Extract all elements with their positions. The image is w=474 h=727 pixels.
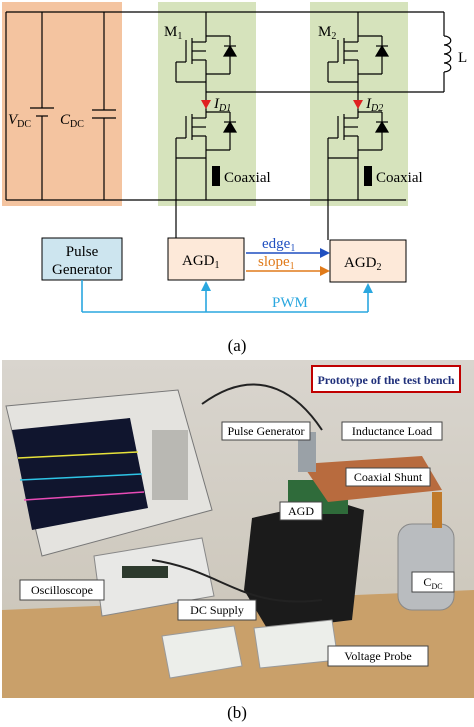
label-coaxial-right: Coaxial <box>376 170 423 186</box>
mosfet-lower-left <box>175 111 238 159</box>
label-vdc: VDC <box>8 112 31 130</box>
agd-board <box>244 500 364 630</box>
photo-title: Prototype of the test bench <box>317 373 454 387</box>
current-arrow-id1 <box>201 100 211 109</box>
cdc-capacitor <box>397 523 455 611</box>
callout-inductance-load: Inductance Load <box>352 424 432 438</box>
label-slope: slope1 <box>258 254 295 272</box>
callout-pulse-generator: Pulse Generator <box>228 424 305 438</box>
label-cdc: CDC <box>60 112 84 130</box>
label-m2: M2 <box>318 24 336 42</box>
label-edge: edge1 <box>262 236 295 254</box>
callout-voltage-probe: Voltage Probe <box>344 649 411 663</box>
voltage-probe-left <box>161 625 243 679</box>
callout-cdc: CDC <box>423 575 442 591</box>
label-agd2: AGD2 <box>344 255 382 273</box>
pwm-line <box>81 280 369 313</box>
caption-a: (a) <box>227 336 247 355</box>
label-id1: ID1 <box>213 96 231 114</box>
label-pulse-generator-2: Generator <box>52 262 112 278</box>
label-pwm: PWM <box>272 295 308 311</box>
label-coaxial-left: Coaxial <box>224 170 271 186</box>
agd1-box <box>167 237 245 281</box>
callout-dc-supply: DC Supply <box>190 603 244 617</box>
agd2-box <box>329 239 407 283</box>
label-agd1: AGD1 <box>182 253 220 271</box>
caption-b: (b) <box>227 703 247 722</box>
current-arrow-id2 <box>353 100 363 109</box>
callout-agd: AGD <box>288 504 314 518</box>
label-inductor: L <box>458 50 467 66</box>
dc-source-panel <box>2 2 122 206</box>
coaxial-shunt-left <box>212 166 220 186</box>
coaxial-shunt-right <box>364 166 372 186</box>
oscilloscope-device <box>5 389 213 557</box>
label-m1: M1 <box>164 24 182 42</box>
circuit-schematic: M1 M2 L VDC CDC ID1 ID2 Coaxial Coaxial … <box>2 2 467 313</box>
callout-oscilloscope: Oscilloscope <box>31 583 93 597</box>
callout-coaxial-shunt: Coaxial Shunt <box>354 470 423 484</box>
mosfet-lower-right <box>327 111 390 159</box>
mosfet-m2 <box>327 35 390 83</box>
label-pulse-generator-1: Pulse <box>66 244 99 260</box>
mosfet-m1 <box>175 35 238 83</box>
voltage-probe-right <box>253 619 339 669</box>
label-id2: ID2 <box>365 96 383 114</box>
test-bench-photo: Prototype of the test bench Pulse Genera… <box>2 360 474 698</box>
